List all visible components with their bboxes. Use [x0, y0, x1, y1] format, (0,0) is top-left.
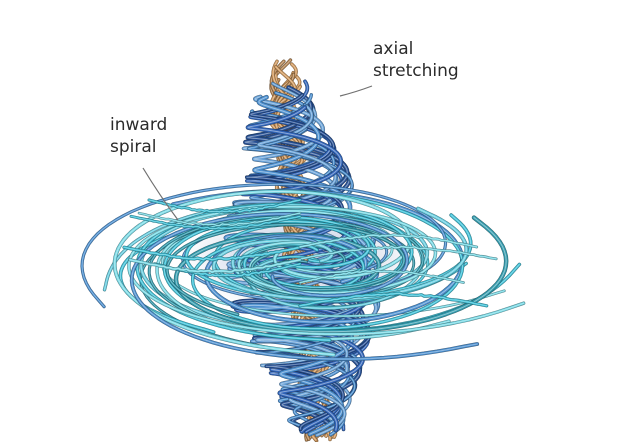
axial-stretching-leader-line	[339, 85, 373, 97]
helical-streamlines	[223, 79, 381, 438]
axial-stretching-label-line2: stretching	[373, 61, 459, 81]
inward-spiral-label-line1: inward	[110, 115, 168, 135]
outer-strand	[298, 291, 489, 308]
annotation-leader-lines	[142, 85, 373, 221]
spiral-streamline	[184, 213, 473, 300]
outer-strand	[128, 258, 302, 274]
spiral-streamline	[112, 189, 412, 357]
inward-spiral-label-line2: spiral	[110, 137, 157, 157]
inward-spiral-streamlines	[80, 182, 526, 361]
axial-stretching-label: axial stretching	[373, 38, 459, 82]
outer-strand	[298, 245, 498, 261]
inward-spiral-label: inward spiral	[110, 114, 167, 158]
outer-strand	[129, 214, 302, 231]
spiral-streamline	[129, 212, 480, 361]
spiral-streamline	[173, 215, 509, 334]
outer-strand	[147, 198, 302, 214]
outer-strand	[137, 211, 302, 227]
spiral-streamline	[170, 188, 465, 325]
outer-strand	[298, 233, 479, 249]
spiral-streamline	[190, 189, 465, 331]
outer-strand	[122, 245, 302, 262]
outer-strand	[298, 269, 465, 284]
inward-spiral-leader-line	[142, 167, 179, 221]
spiral-streamline	[165, 222, 406, 317]
axial-stretching-label-line1: axial	[373, 39, 414, 59]
